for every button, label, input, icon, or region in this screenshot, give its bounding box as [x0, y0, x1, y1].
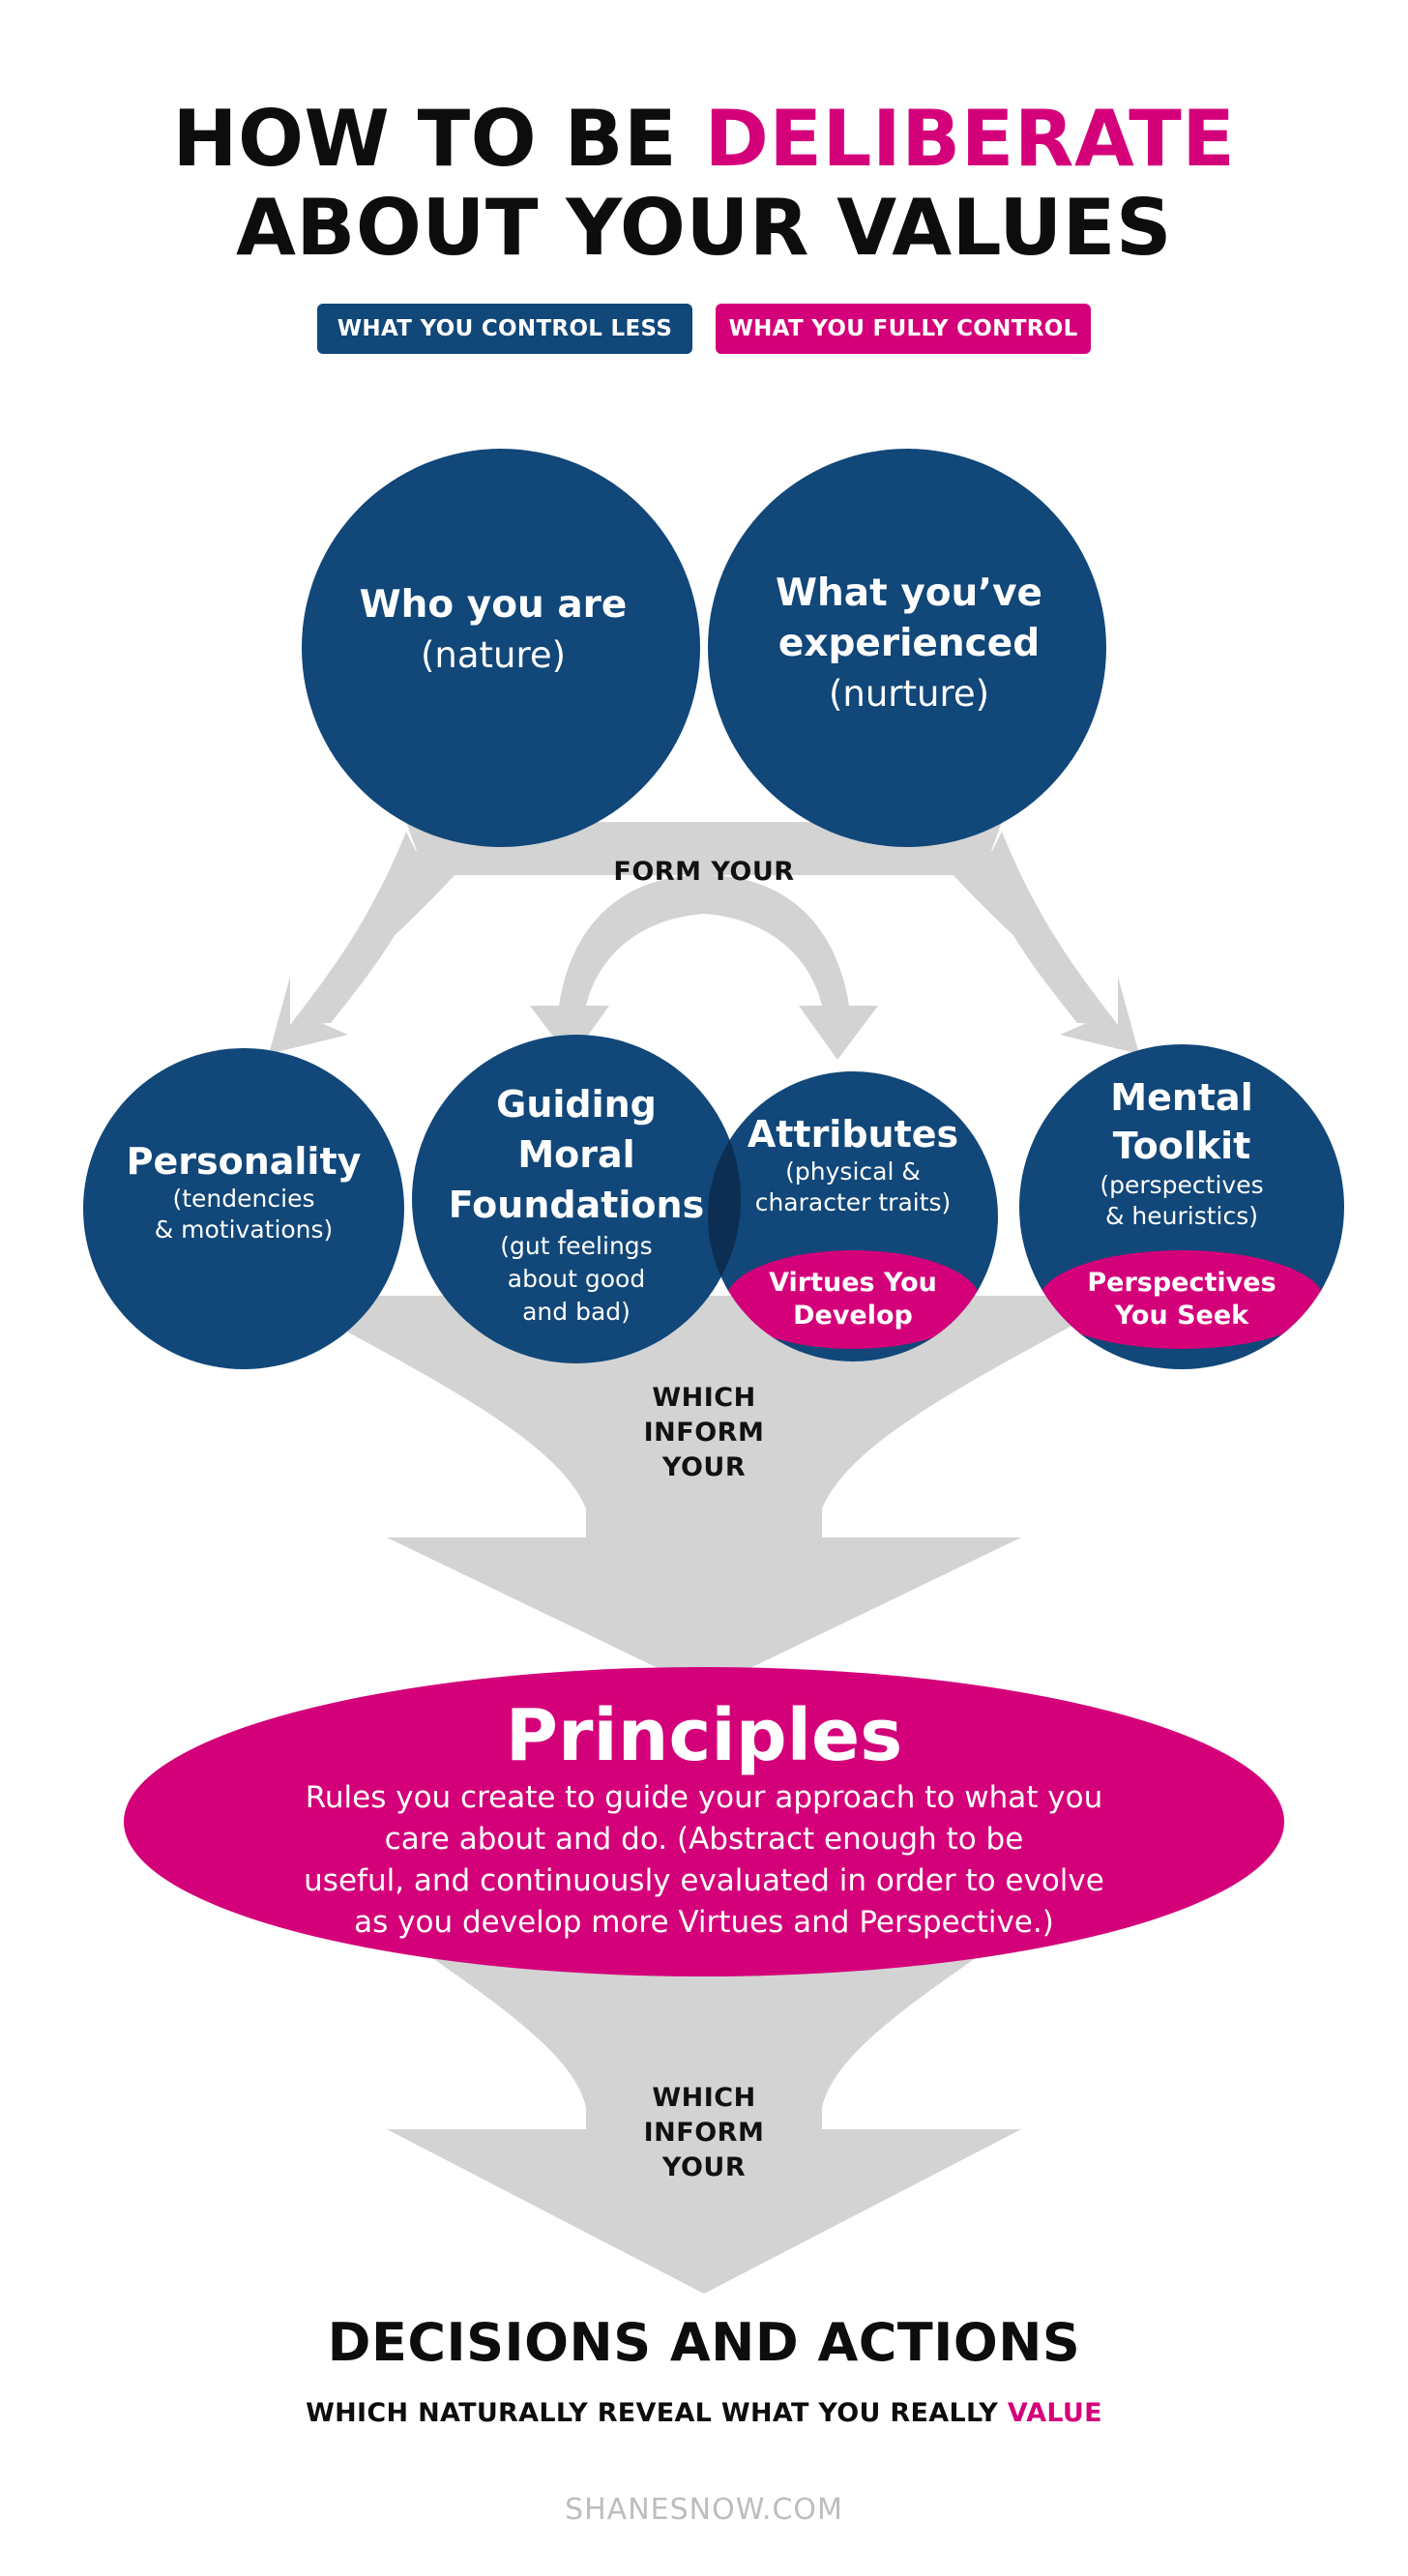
flow-funnel-bottom: [387, 1953, 1021, 2294]
decisions-title: DECISIONS AND ACTIONS: [327, 2312, 1081, 2373]
title-highlight: DELIBERATE: [704, 94, 1236, 184]
what-experienced-title2: experienced: [777, 622, 1041, 665]
what-experienced-subtitle: (nurture): [828, 673, 990, 715]
legend-fully-control: WHAT YOU FULLY CONTROL: [716, 304, 1091, 354]
arrow-to-toolkit: [953, 851, 1139, 1054]
arrow-to-personality: [269, 851, 455, 1054]
toolkit-sub2: & heuristics): [1104, 1202, 1259, 1230]
inform2-l2: INFORM: [643, 2118, 765, 2148]
moral-title3: Foundations: [448, 1184, 705, 1226]
toolkit-text: Mental Toolkit (perspectives & heuristic…: [1037, 1073, 1327, 1232]
title-text: HOW TO BE: [172, 94, 705, 184]
moral-sub3: and bad): [522, 1298, 631, 1326]
inform1-l1: WHICH: [652, 1383, 756, 1413]
moral-sub2: about good: [507, 1265, 646, 1293]
what-experienced-title1: What you’ve: [776, 571, 1042, 615]
personality-title: Personality: [126, 1140, 362, 1183]
principles-line2: care about and do. (Abstract enough to b…: [384, 1822, 1024, 1857]
moral-text: Guiding Moral Foundations (gut feelings …: [422, 1079, 731, 1329]
decisions-sub-highlight: VALUE: [1007, 2398, 1102, 2428]
page-title-line1: HOW TO BE DELIBERATE: [0, 91, 1408, 188]
circle-personality: [83, 1048, 404, 1369]
principles-ellipse: [124, 1667, 1284, 1976]
decisions-sub-text: WHICH NATURALLY REVEAL WHAT YOU REALLY: [306, 2398, 1008, 2428]
who-you-are-title: Who you are: [359, 583, 628, 627]
inform2-l1: WHICH: [652, 2083, 756, 2113]
principles-line3: useful, and continuously evaluated in or…: [304, 1863, 1104, 1898]
inform2-l3: YOUR: [661, 2152, 747, 2182]
circle-what-experienced: [708, 449, 1106, 847]
perspectives-line2: You Seek: [1114, 1301, 1249, 1331]
arrow-inner-arc: [530, 875, 878, 1060]
who-you-are-subtitle: (nature): [420, 634, 567, 676]
personality-text: Personality (tendencies & motivations): [99, 1139, 389, 1245]
toolkit-title2: Toolkit: [1112, 1125, 1251, 1167]
principles-text: Principles Rules you create to guide you…: [155, 1694, 1253, 1944]
principles-line1: Rules you create to guide your approach …: [305, 1780, 1103, 1815]
footer-site: SHANESNOW.COM: [565, 2493, 843, 2527]
principles-title: Principles: [505, 1694, 903, 1777]
who-you-are-text: Who you are (nature): [329, 580, 658, 681]
circle-who-you-are: [302, 449, 700, 847]
moral-sub1: (gut feelings: [500, 1232, 653, 1260]
attributes-sub1: (physical &: [785, 1157, 921, 1186]
label-form-your: FORM YOUR: [613, 857, 795, 887]
virtues-text: Virtues You Develop: [737, 1267, 969, 1332]
moral-title1: Guiding: [496, 1083, 657, 1126]
inform1-l2: INFORM: [643, 1418, 765, 1448]
personality-sub1: (tendencies: [172, 1185, 315, 1213]
attributes-title: Attributes: [747, 1113, 959, 1156]
personality-sub2: & motivations): [154, 1215, 334, 1244]
toolkit-sub1: (perspectives: [1100, 1171, 1264, 1199]
inform1-l3: YOUR: [661, 1452, 747, 1482]
circle-moral: [412, 1035, 741, 1363]
page-title-line2: ABOUT YOUR VALUES: [235, 183, 1173, 273]
decisions-subtitle: WHICH NATURALLY REVEAL WHAT YOU REALLY V…: [0, 2394, 1408, 2433]
flow-funnel-middle: [280, 1296, 1128, 1690]
legend-control-less: WHAT YOU CONTROL LESS: [317, 304, 692, 354]
virtues-line1: Virtues You: [769, 1268, 937, 1298]
moral-title2: Moral: [517, 1133, 635, 1176]
virtues-line2: Develop: [793, 1301, 913, 1331]
label-which-inform-2: WHICH INFORM YOUR: [0, 2081, 1408, 2185]
toolkit-title1: Mental: [1110, 1076, 1253, 1119]
perspectives-text: Perspectives You Seek: [1056, 1267, 1307, 1332]
perspectives-line1: Perspectives: [1087, 1268, 1276, 1298]
attributes-sub2: character traits): [754, 1188, 952, 1216]
label-which-inform-1: WHICH INFORM YOUR: [0, 1381, 1408, 1485]
what-experienced-text: What you’ve experienced (nurture): [745, 569, 1073, 719]
attributes-text: Attributes (physical & character traits): [727, 1112, 979, 1218]
principles-line4: as you develop more Virtues and Perspect…: [354, 1905, 1054, 1940]
